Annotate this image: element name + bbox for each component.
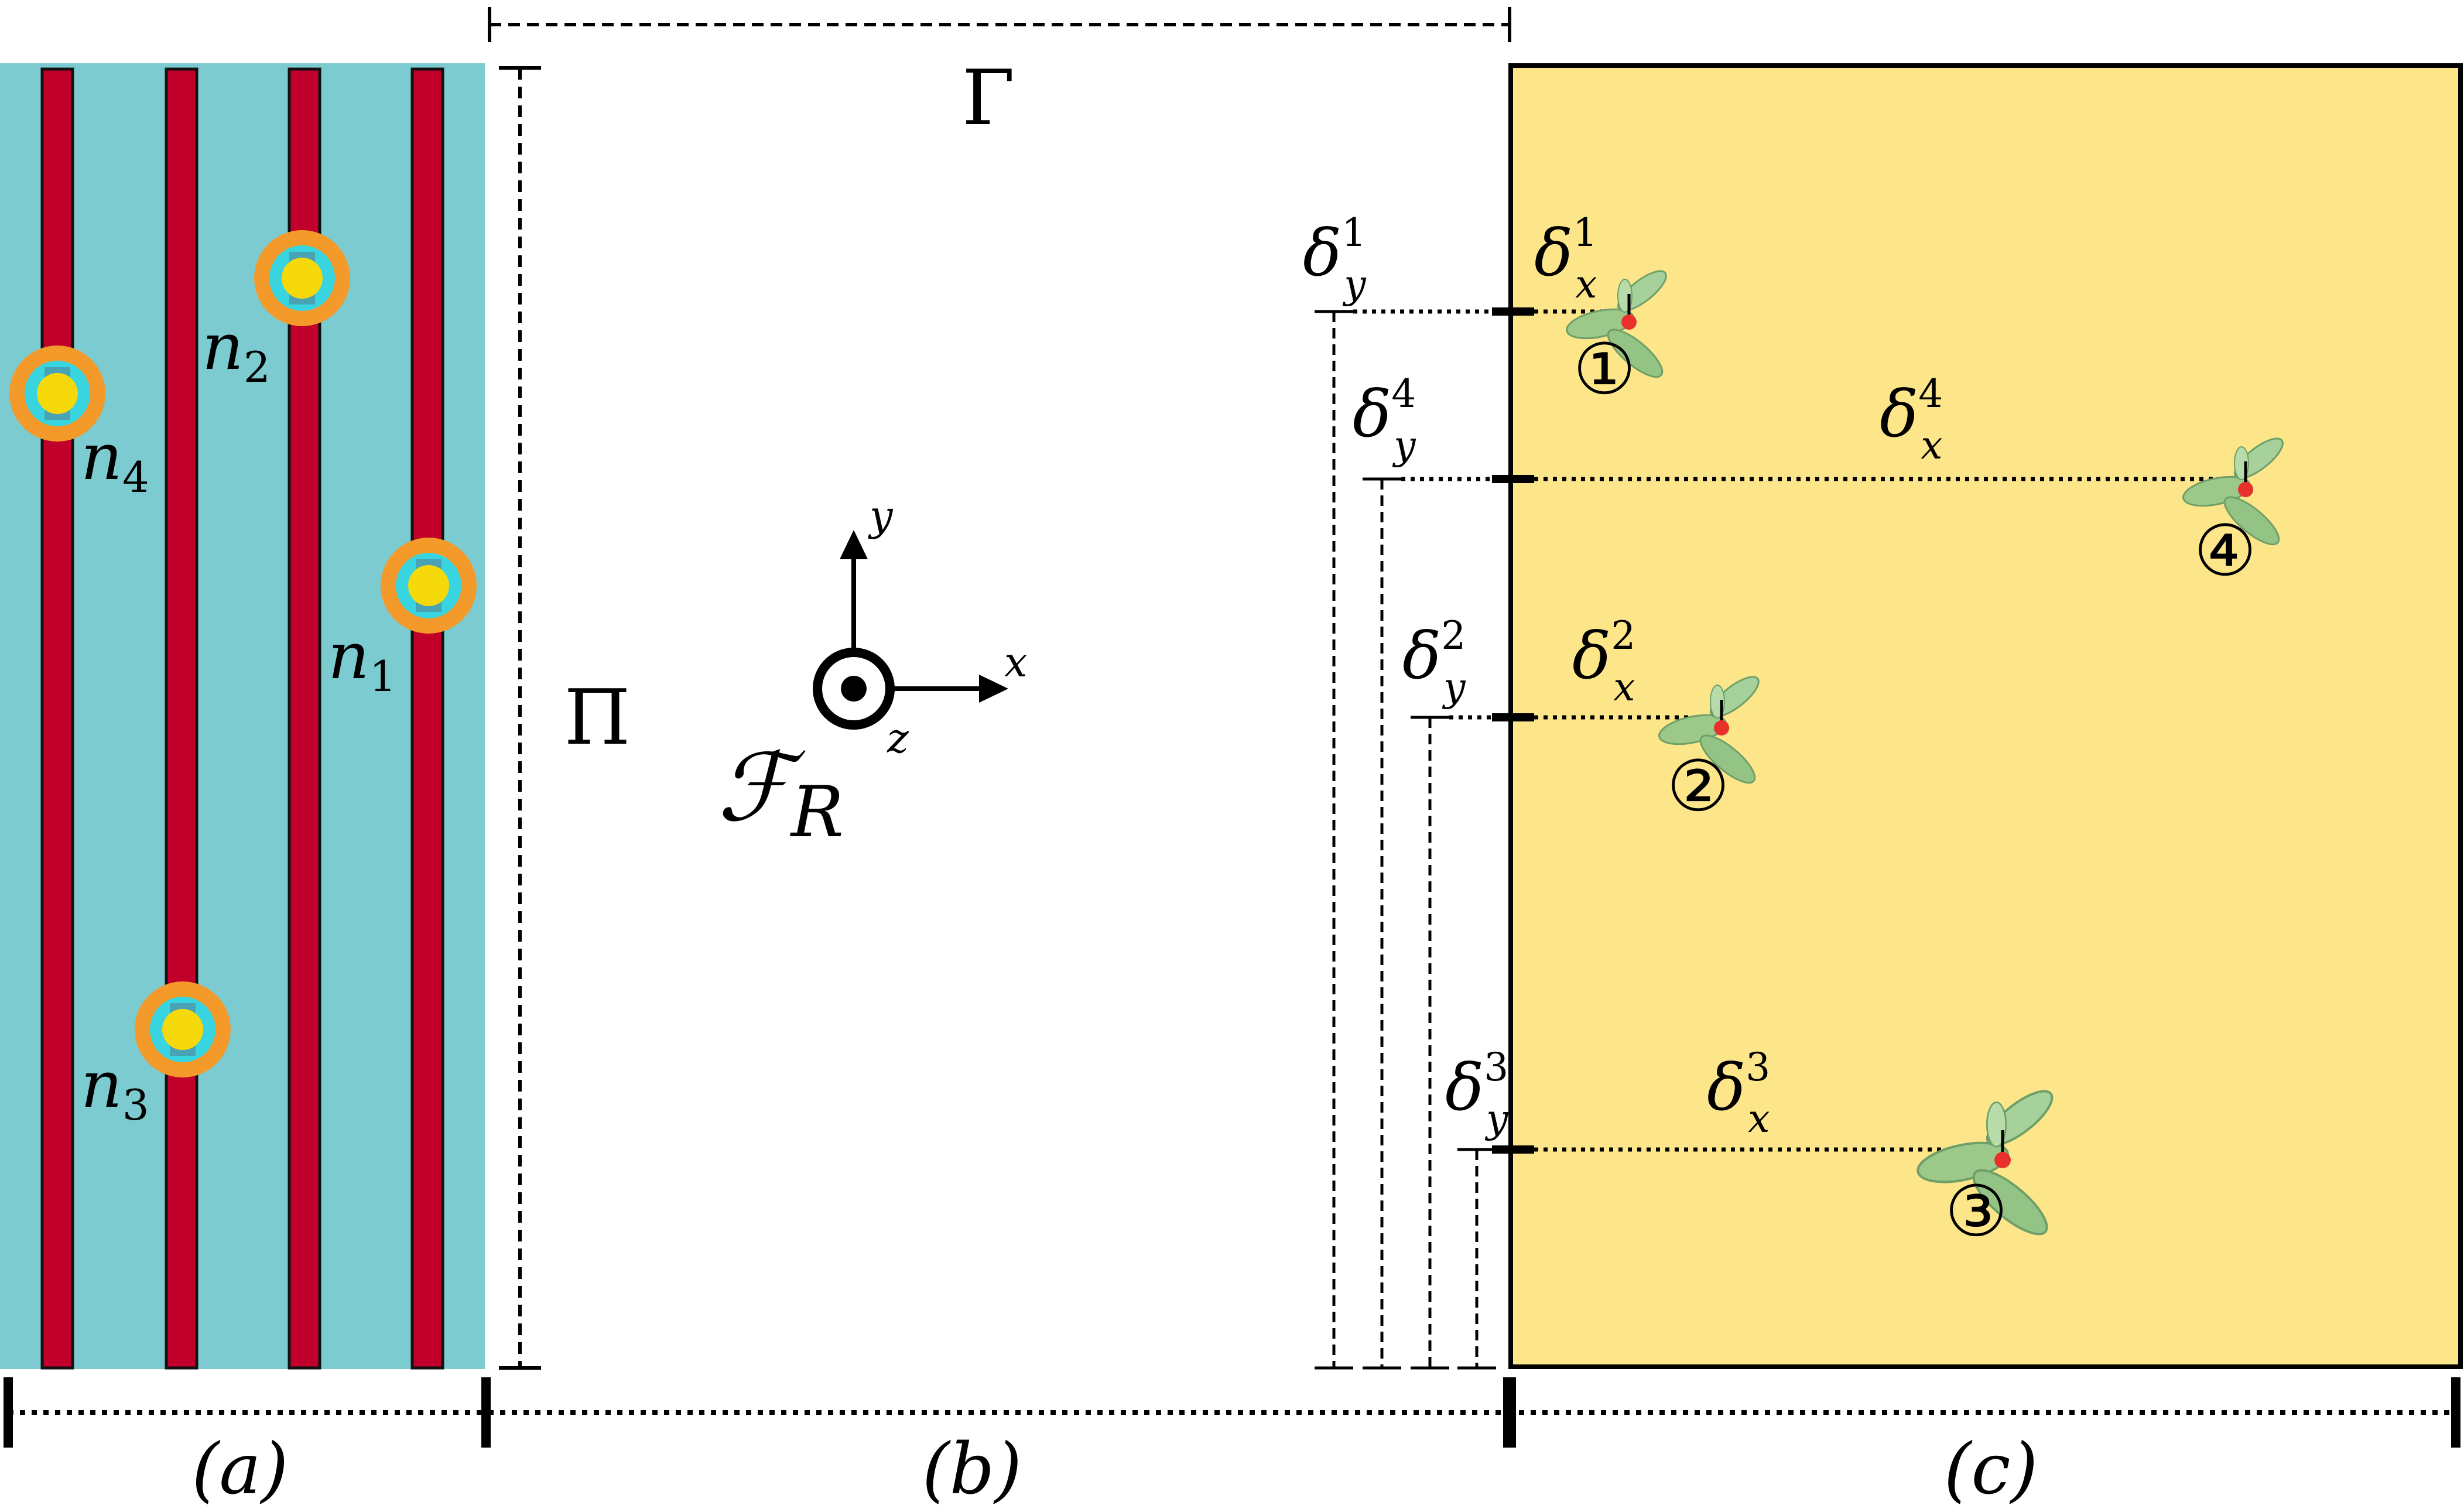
robot-n3 bbox=[135, 981, 231, 1077]
plant-id-4: ④ bbox=[2193, 511, 2257, 592]
plant-id-2: ② bbox=[1666, 746, 1730, 827]
crop-row-1 bbox=[40, 67, 74, 1370]
height-symbol: Π bbox=[564, 673, 630, 762]
robot-n2 bbox=[254, 230, 350, 326]
plant-id-1: ① bbox=[1573, 329, 1636, 411]
edge-ticks bbox=[1492, 307, 1534, 1154]
robot-n4 bbox=[9, 345, 105, 442]
plant-3 bbox=[1914, 1082, 2059, 1243]
panel-label-b: (b) bbox=[922, 1429, 1022, 1510]
plant-4 bbox=[2179, 431, 2290, 553]
axis-x-label: x bbox=[1004, 638, 1027, 686]
dy-ticks bbox=[1315, 310, 1496, 1370]
plant-1 bbox=[1563, 264, 1673, 385]
axis-z-label: z bbox=[887, 714, 909, 762]
plant-2 bbox=[1655, 669, 1765, 791]
width-symbol: Γ bbox=[962, 53, 1015, 142]
height-dimension-line bbox=[499, 66, 541, 1370]
panel-a-field: n2 n4 n1 n3 bbox=[0, 63, 485, 1370]
robot-label-n3: n3 bbox=[81, 1047, 149, 1130]
robot-label-n1: n1 bbox=[328, 618, 396, 701]
crop-row-4 bbox=[410, 67, 444, 1370]
panel-label-a: (a) bbox=[191, 1429, 288, 1510]
reference-frame bbox=[813, 530, 1008, 730]
axis-y-label: y bbox=[868, 492, 894, 540]
panel-label-c: (c) bbox=[1944, 1429, 2038, 1510]
field-background bbox=[0, 63, 485, 1369]
robot-label-n2: n2 bbox=[202, 309, 271, 392]
panel-b-frame: Γ Π y x z ℱR bbox=[488, 7, 1511, 1370]
robot-label-n4: n4 bbox=[81, 419, 149, 502]
robot-n1 bbox=[381, 538, 477, 634]
crop-row-2 bbox=[165, 67, 199, 1370]
dy-lines bbox=[1332, 312, 1479, 1368]
width-dimension-line bbox=[488, 7, 1511, 42]
frame-name: ℱR bbox=[717, 733, 844, 853]
plant-id-3: ③ bbox=[1945, 1171, 2008, 1253]
panel-divider-line bbox=[4, 1377, 2460, 1448]
